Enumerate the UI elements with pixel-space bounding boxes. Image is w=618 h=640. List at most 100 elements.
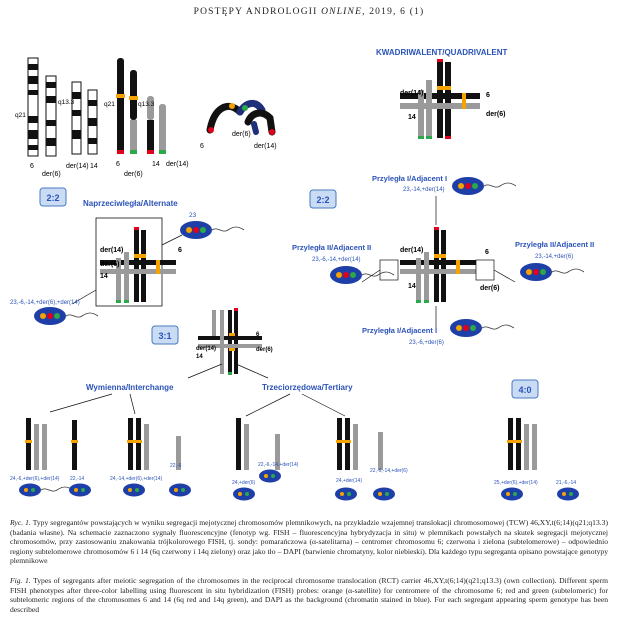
svg-text:22,-6: 22,-6 — [170, 463, 182, 469]
chromosome-der14 — [147, 96, 154, 154]
title-alternate: Naprzeciwległa/Alternate — [83, 199, 178, 208]
caption-label-en: Fig. 1. — [10, 576, 31, 585]
title-interchange: Wymienna/Interchange — [86, 383, 174, 392]
label-14-31: 14 — [196, 354, 203, 360]
sperm-b4: 22,-6 — [169, 463, 191, 497]
adjacent-frame-right — [475, 259, 495, 281]
label-der14-ideo: der(14) — [66, 163, 89, 170]
label-der6-ideo: der(6) — [42, 171, 61, 178]
title-quadrivalent: KWADRIWALENT/QUADRIVALENT — [376, 48, 508, 57]
sperm-adj2-right — [520, 263, 585, 281]
sperm-b9: 25,+der(6),+der(14) — [494, 480, 538, 501]
label-der6-styl: der(6) — [124, 171, 143, 178]
ideogram-der6 — [45, 75, 57, 157]
label-6-pair: 6 — [200, 143, 204, 150]
svg-text:23,-6,-14,+der(6),+der(14): 23,-6,-14,+der(6),+der(14) — [10, 300, 80, 306]
label-der6-adj: der(6) — [480, 285, 499, 292]
paired-chromosomes — [206, 100, 276, 136]
chromosome-6 — [116, 58, 125, 154]
label-6-alt: 6 — [178, 247, 182, 254]
genotype-adj2-right: 23,-14,+der(6) — [535, 254, 573, 260]
title-adjacent2-left: Przyległa II/Adjacent II — [292, 243, 371, 252]
sperm-b2: 22,-14 — [69, 476, 91, 497]
ideogram-chr6 — [27, 57, 39, 157]
sperm-adj1-bottom — [450, 319, 515, 337]
chromosome-der6 — [129, 70, 138, 154]
svg-text:22,-14: 22,-14 — [70, 476, 84, 482]
label-q21-b: q21 — [104, 101, 115, 108]
svg-text:4:0: 4:0 — [518, 385, 531, 395]
arrow-31-left — [187, 363, 223, 379]
label-q13-3-b: q13.3 — [138, 101, 155, 108]
sperm-b10: 21,-6,-14 — [556, 480, 579, 501]
sperm-b7: 24,+der(14) — [335, 478, 362, 501]
svg-text:24,+der(6): 24,+der(6) — [232, 480, 256, 486]
three-one-quadrivalent — [198, 308, 262, 375]
svg-text:24,+der(14): 24,+der(14) — [336, 478, 362, 484]
branch-tertiary-2 — [301, 393, 346, 417]
journal-online: ONLINE — [321, 7, 363, 17]
label-6-q: 6 — [486, 92, 490, 99]
label-der6-pair: der(6) — [232, 131, 251, 138]
sperm-b1: 24,-6,+der(6),+der(14) — [10, 476, 74, 497]
chromosome-14 — [159, 104, 166, 154]
svg-text:24,-6,+der(6),+der(14): 24,-6,+der(6),+der(14) — [10, 476, 60, 482]
label-q13-3: q13.3 — [58, 99, 75, 106]
label-der14-pair: der(14) — [254, 143, 277, 150]
label-14-ideo: 14 — [90, 163, 98, 170]
arrow-adj-right — [493, 269, 516, 283]
arrow-alt-top — [161, 234, 183, 246]
label-q21: q21 — [15, 112, 26, 119]
svg-text:24,-14,+der(6),+der(14): 24,-14,+der(6),+der(14) — [110, 476, 163, 482]
branch-interchange-2 — [129, 393, 136, 415]
sperm-adj2-left — [330, 266, 395, 284]
title-adjacent2-right: Przyległa II/Adjacent II — [515, 240, 594, 249]
label-der14-styl: der(14) — [166, 161, 189, 168]
svg-text:25,+der(6),+der(14): 25,+der(6),+der(14) — [494, 480, 538, 486]
sperm-b6: 24,+der(6) — [232, 480, 256, 501]
svg-text:3:1: 3:1 — [158, 331, 171, 341]
label-der14-alt: der(14) — [100, 247, 123, 254]
sperm-adj1-top — [452, 177, 517, 195]
caption-label-pl: Ryc. 1. — [10, 518, 31, 527]
running-header: POSTĘPY ANDROLOGII ONLINE, 2019, 6 (1) — [0, 7, 618, 17]
caption-text-pl: Typy segregantów powstających w wyniku s… — [10, 518, 608, 566]
journal-volume: , 2019, 6 (1) — [362, 7, 425, 17]
label-6-adj: 6 — [485, 249, 489, 256]
caption-text-en: Types of segregants after meiotic segreg… — [10, 576, 608, 614]
genotype-adj1-bottom: 23,-6,+der(6) — [409, 340, 444, 346]
arrow-31-right — [235, 363, 269, 379]
title-adjacent1-bottom: Przyległa I/Adjacent I — [362, 326, 437, 335]
label-der14-q: der(14) — [400, 90, 423, 97]
label-der14-adj: der(14) — [400, 247, 423, 254]
genotype-adj1-top: 23,-14,+der(14) — [403, 187, 445, 193]
bottom-chromosomes — [25, 418, 537, 470]
branch-tertiary-1 — [245, 393, 291, 417]
sperm-alt-left: 23,-6,-14,+der(6),+der(14) — [10, 300, 99, 325]
box-3-1: 3:1 — [151, 325, 179, 345]
sperm-b5: 22,-6,-14,+der(14) — [258, 462, 299, 483]
svg-text:22,-6,-14,+der(6): 22,-6,-14,+der(6) — [370, 468, 408, 474]
title-tertiary: Trzeciorzędowa/Tertiary — [262, 383, 353, 392]
genotype-adj2-left: 23,-6,-14,+der(14) — [312, 257, 361, 263]
sperm-b8: 22,-6,-14,+der(6) — [370, 468, 408, 501]
caption-polish: Ryc. 1. Typy segregantów powstających w … — [10, 518, 608, 566]
svg-text:23: 23 — [189, 212, 197, 219]
label-14-q: 14 — [408, 114, 416, 121]
svg-text:2:2: 2:2 — [46, 193, 59, 203]
label-der6-q: der(6) — [486, 111, 505, 118]
svg-text:22,-6,-14,+der(14): 22,-6,-14,+der(14) — [258, 462, 299, 468]
adjacent-frame-left — [379, 259, 399, 281]
box-4-0: 4:0 — [511, 379, 539, 399]
ideogram-der14 — [71, 81, 82, 155]
svg-text:2:2: 2:2 — [316, 195, 329, 205]
arrow-adj-left — [361, 269, 381, 283]
alternate-quadrivalent — [100, 227, 176, 303]
caption-english: Fig. 1. Types of segregants after meioti… — [10, 576, 608, 614]
figure-diagram: q21 q13.3 6 der(6) der(14) 14 q21 q13.3 … — [10, 48, 594, 501]
label-6-31: 6 — [256, 332, 260, 338]
ideogram-chr14 — [87, 89, 98, 155]
branch-interchange-1 — [49, 393, 113, 413]
label-der14-31: der(14) — [196, 346, 216, 352]
sperm-b3: 24,-14,+der(6),+der(14) — [110, 476, 163, 497]
